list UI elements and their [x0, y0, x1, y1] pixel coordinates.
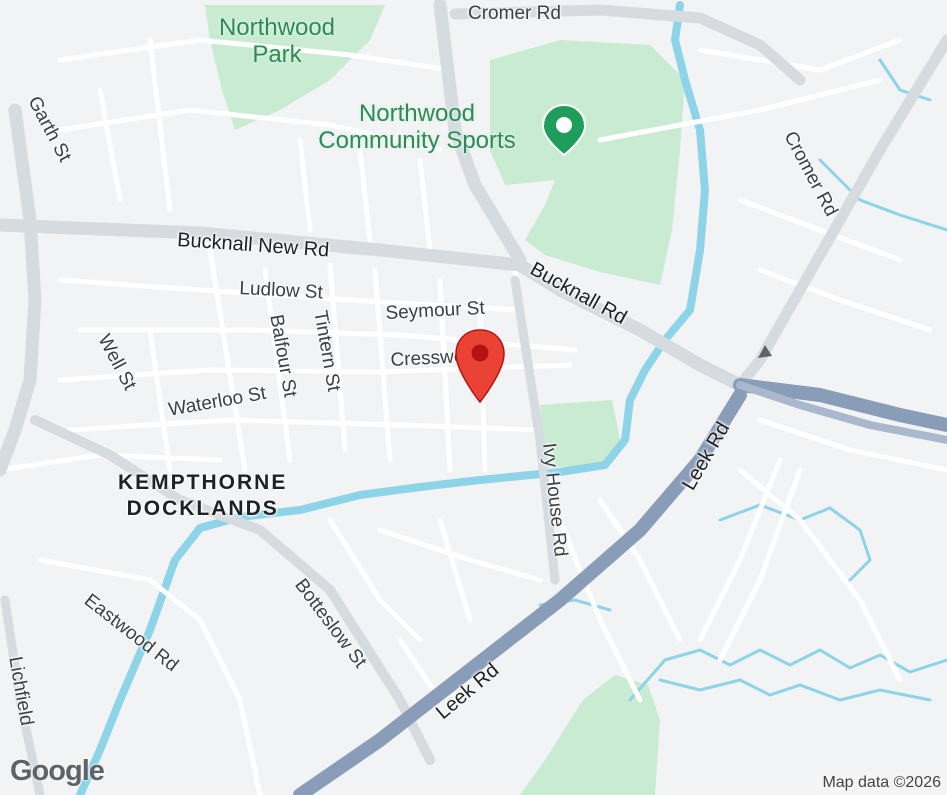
road-label-ludlow-st: Ludlow St	[238, 278, 324, 304]
park-pin-icon[interactable]	[541, 103, 587, 157]
direction-arrow-icon	[758, 345, 772, 358]
location-pin-icon[interactable]	[454, 328, 506, 404]
minor-roads	[0, 37, 947, 795]
district-label: KEMPTHORNE DOCKLANDS	[118, 471, 288, 520]
green-area-east	[540, 400, 620, 468]
google-logo: Google	[10, 755, 105, 787]
northwood-park-area	[205, 5, 385, 130]
northwood-park-label: Northwood Park	[218, 14, 336, 68]
sports-ground-area	[490, 40, 685, 285]
road-label-cromer-rd-top: Cromer Rd	[468, 3, 561, 24]
trunk-roads	[293, 378, 947, 795]
map-attribution[interactable]: Map data ©2026	[816, 772, 947, 795]
poi-label[interactable]: Northwood Community Sports	[318, 100, 516, 154]
green-area-south	[520, 675, 660, 795]
